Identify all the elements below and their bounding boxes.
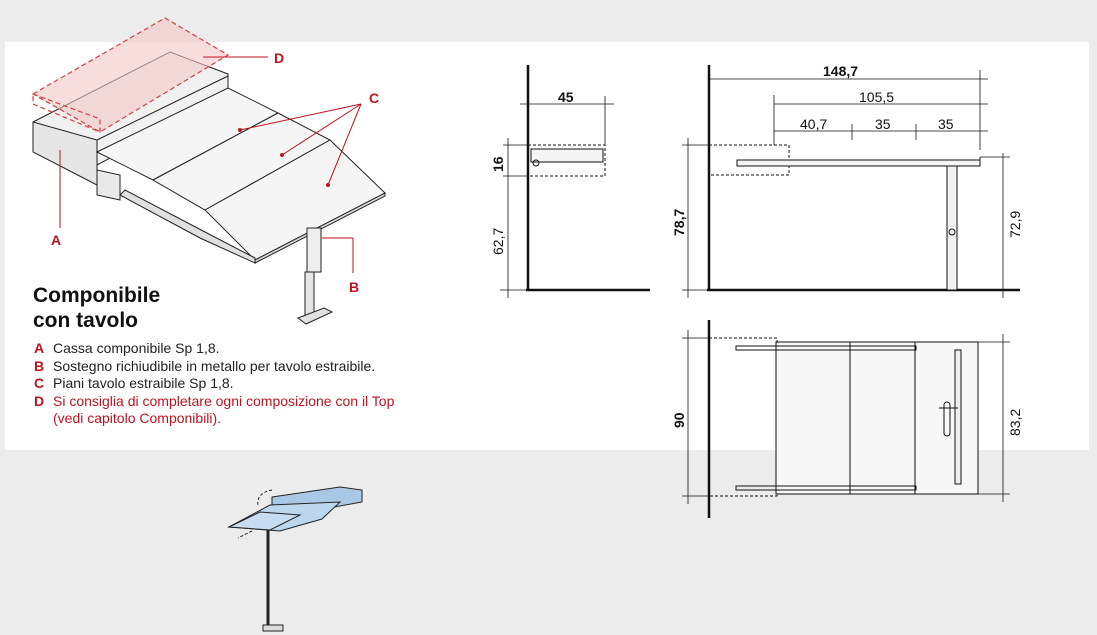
legend-text: Piani tavolo estraibile Sp 1,8. xyxy=(53,375,234,391)
caption-line-1: Componibile xyxy=(33,284,161,307)
legend-item-a: A Cassa componibile Sp 1,8. xyxy=(34,340,394,358)
legend-text: Si consiglia di completare ogni composiz… xyxy=(53,392,395,409)
legend-key: B xyxy=(34,357,45,374)
legend-item-d: D Si consiglia di completare ogni composi… xyxy=(34,393,394,411)
legend-text: Sostegno richiudibile in metallo per tav… xyxy=(53,357,376,374)
dim-front-extension: 105,5 xyxy=(859,89,894,105)
side-elevation xyxy=(500,65,650,298)
dim-front-total: 148,7 xyxy=(823,63,858,79)
callout-b: B xyxy=(349,279,359,295)
dim-side-height-top: 16 xyxy=(490,156,506,172)
plan-view xyxy=(682,320,1010,518)
callout-d: D xyxy=(274,50,284,66)
dim-front-height: 78,7 xyxy=(671,209,687,236)
dim-front-seg3: 35 xyxy=(938,116,954,132)
top-panel-d xyxy=(31,17,230,133)
caption-line-2: con tavolo xyxy=(33,309,139,332)
legend: A Cassa componibile Sp 1,8. B Sostegno ric… xyxy=(34,340,394,428)
dim-side-width: 45 xyxy=(558,89,574,105)
dim-front-seg1: 40,7 xyxy=(800,116,827,132)
dim-front-seg2: 35 xyxy=(875,116,891,132)
front-elevation xyxy=(682,65,1020,298)
callout-leaders xyxy=(59,56,362,273)
legend-key: A xyxy=(34,340,45,356)
small-isometric xyxy=(227,486,363,632)
dim-plan-depth: 90 xyxy=(671,412,687,428)
legend-item-b: B Sostegno richiudibile in metallo per ta… xyxy=(34,358,394,376)
callout-a: A xyxy=(51,232,61,248)
legend-key: D xyxy=(34,392,45,409)
legend-text: Cassa componibile Sp 1,8. xyxy=(53,340,220,356)
dim-side-height-bottom: 62,7 xyxy=(490,228,506,255)
callout-dots xyxy=(238,128,330,187)
legend-key: C xyxy=(34,375,45,391)
legend-item-d-continuation: (vedi capitolo Componibili). xyxy=(53,410,222,426)
legend-item-c: C Piani tavolo estraibile Sp 1,8. xyxy=(34,375,394,393)
dim-front-leg: 72,9 xyxy=(1007,211,1023,238)
caption-title: Componibile con tavolo xyxy=(33,283,160,333)
callout-c: C xyxy=(369,90,379,106)
dim-plan-table: 83,2 xyxy=(1007,409,1023,436)
